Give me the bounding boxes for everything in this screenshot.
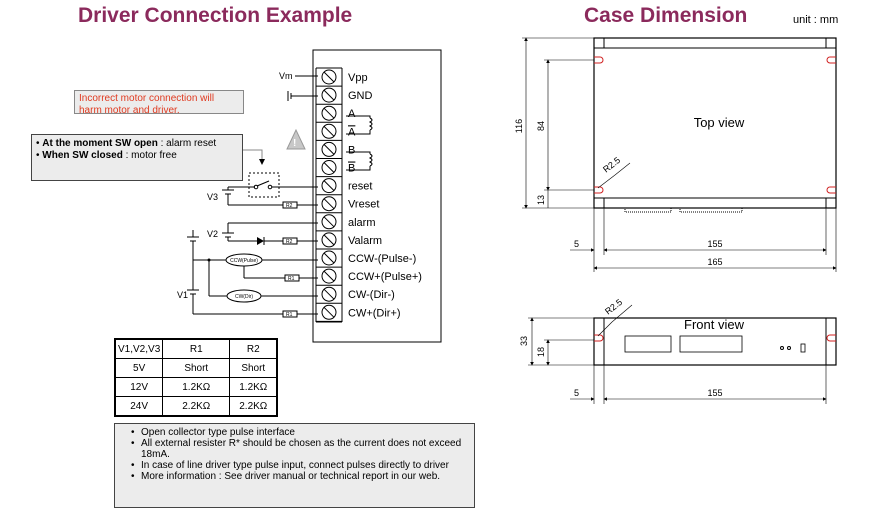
svg-text:!: !: [293, 138, 296, 149]
dim-155-top: 155: [707, 239, 722, 249]
terminal-label: CW+(Dir+): [348, 307, 401, 319]
note-item: More information : See driver manual or …: [131, 471, 468, 482]
dim-84: 84: [536, 121, 546, 131]
terminal-label: Vpp: [348, 72, 368, 84]
switch-closed-note: • When SW closed : motor free: [36, 150, 177, 161]
svg-text:R2: R2: [286, 203, 293, 209]
terminal-block: [312, 49, 442, 343]
case-dimension-title: Case Dimension: [584, 4, 748, 27]
led-icon: [257, 237, 264, 245]
terminal-label: reset: [348, 181, 372, 193]
terminal-row: A: [316, 105, 356, 123]
note-item: Open collector type pulse interface: [131, 427, 468, 438]
dim-13: 13: [536, 195, 546, 205]
coil-b-icon: [346, 151, 373, 171]
terminal-label: CCW+(Pulse+): [348, 271, 422, 283]
terminal-label: A: [348, 126, 356, 138]
switch-note-box: • At the moment SW open : alarm reset • …: [31, 134, 243, 181]
switch-icon: [248, 172, 280, 198]
note-item: All external resister R* should be chose…: [131, 438, 468, 460]
terminal-label: CW-(Dir-): [348, 289, 395, 301]
front-view-drawing: [528, 304, 837, 404]
dim-165: 165: [707, 257, 722, 267]
terminal-label: Vreset: [348, 199, 379, 211]
v1-label: V1: [177, 290, 188, 300]
svg-text:R1: R1: [286, 312, 293, 318]
table-row: 12V 1.2KΩ 1.2KΩ: [114, 377, 278, 397]
warning-triangle-icon: [286, 128, 306, 150]
top-view-label: Top view: [694, 115, 745, 130]
svg-text:CW(Dir): CW(Dir): [235, 294, 253, 300]
vm-label: Vm: [279, 71, 293, 81]
terminal-row: B: [316, 141, 355, 159]
table-cell: 24V: [114, 396, 164, 417]
table-cell: 2.2KΩ: [229, 396, 278, 417]
terminal-row: Vpp: [316, 69, 368, 87]
terminal-row: CCW+(Pulse+): [316, 268, 422, 286]
terminal-row: alarm: [316, 214, 376, 232]
terminal-label: alarm: [348, 217, 376, 229]
note-item: In case of line driver type pulse input,…: [131, 460, 468, 471]
dim-116: 116: [514, 119, 524, 133]
driver-connection-title: Driver Connection Example: [78, 4, 353, 27]
table-cell: 1.2KΩ: [162, 377, 231, 397]
dim-5-front: 5: [574, 388, 579, 398]
terminal-row: CW-(Dir-): [316, 286, 395, 304]
terminal-label: B: [348, 144, 355, 156]
table-cell: 1.2KΩ: [229, 377, 278, 397]
top-view-drawing: [522, 37, 837, 272]
terminal-row: reset: [316, 178, 372, 196]
terminal-row: A: [316, 123, 356, 141]
table-cell: 2.2KΩ: [162, 396, 231, 417]
terminal-label: A: [348, 108, 356, 120]
table-cell: 5V: [114, 358, 164, 378]
table-header: R2: [229, 338, 278, 359]
table-header: V1,V2,V3: [114, 338, 164, 359]
table-row: 24V 2.2KΩ 2.2KΩ: [114, 396, 278, 417]
resistor-table: V1,V2,V3 R1 R2 5V Short Short 12V 1.2KΩ …: [114, 338, 279, 417]
table-cell: Short: [229, 358, 278, 378]
terminal-label: GND: [348, 90, 373, 102]
warning-box: Incorrect motor connection will harm mot…: [74, 90, 244, 116]
dim-5-top: 5: [574, 239, 579, 249]
dim-hole-front: R2.5: [603, 297, 624, 317]
terminal-label: B: [348, 163, 355, 175]
svg-text:R2: R2: [286, 239, 293, 245]
unit-label: unit : mm: [793, 14, 839, 26]
terminal-label: Valarm: [348, 235, 382, 247]
svg-text:R1: R1: [288, 276, 295, 282]
terminal-row: Vreset: [316, 196, 379, 214]
table-header-row: V1,V2,V3 R1 R2: [114, 338, 278, 359]
terminal-row: Valarm: [316, 232, 382, 250]
terminal-row: B: [316, 160, 355, 178]
switch-open-note: • At the moment SW open : alarm reset: [36, 138, 217, 149]
table-cell: Short: [162, 358, 231, 378]
dim-18: 18: [536, 347, 546, 357]
terminal-row: GND: [316, 87, 373, 105]
table-cell: 12V: [114, 377, 164, 397]
terminal-list: VppGNDAABBresetVresetalarmValarmCCW-(Pul…: [316, 69, 422, 322]
table-header: R1: [162, 338, 231, 359]
notes-box: Open collector type pulse interface All …: [114, 423, 475, 508]
v2-label: V2: [207, 229, 218, 239]
terminal-row: CCW-(Pulse-): [316, 250, 416, 268]
svg-text:CCW(Pulse): CCW(Pulse): [230, 258, 258, 264]
table-row: 5V Short Short: [114, 358, 278, 378]
terminal-label: CCW-(Pulse-): [348, 253, 416, 265]
v3-label: V3: [207, 192, 218, 202]
warning-text: Incorrect motor connection will harm mot…: [79, 93, 215, 116]
dim-155-front: 155: [707, 388, 722, 398]
terminal-row: CW+(Dir+): [316, 304, 401, 322]
front-view-label: Front view: [684, 317, 745, 332]
dim-33: 33: [519, 336, 529, 346]
coil-a-icon: [346, 115, 373, 135]
